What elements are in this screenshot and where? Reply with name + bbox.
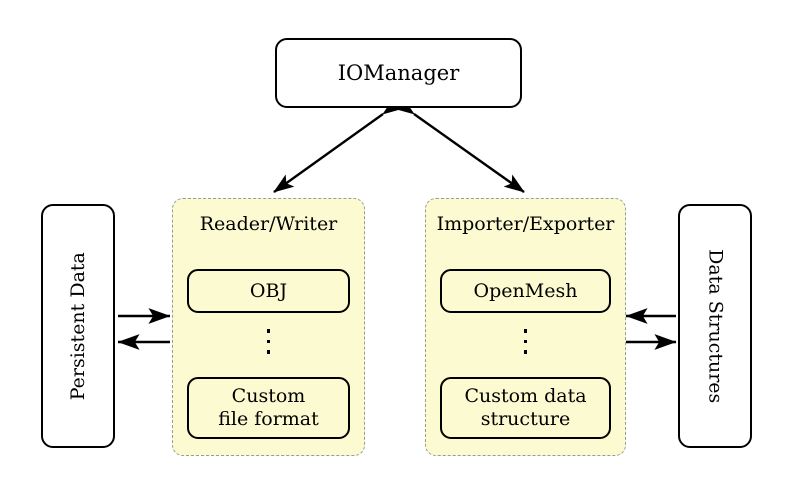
ellipsis-icon-reader-writer (173, 329, 364, 354)
node-obj[interactable]: OBJ (187, 269, 350, 313)
group-reader-writer[interactable]: Reader/Writer OBJ Custom file format (172, 198, 365, 456)
node-openmesh[interactable]: OpenMesh (440, 269, 611, 313)
node-custom-file-format[interactable]: Custom file format (187, 377, 350, 439)
node-obj-label: OBJ (249, 279, 288, 302)
arrow-manager-readerwriter (273, 96, 404, 193)
node-openmesh-label: OpenMesh (473, 279, 578, 302)
node-persistent-data[interactable]: Persistent Data (41, 204, 115, 448)
arrow-manager-importerexporter (393, 96, 525, 193)
node-custom-file-format-line2: file format (218, 408, 319, 430)
node-data-structures-label: Data Structures (704, 248, 727, 404)
node-iomanager[interactable]: IOManager (275, 38, 522, 108)
ellipsis-icon-importer-exporter (426, 329, 625, 354)
node-iomanager-label: IOManager (337, 60, 460, 85)
node-data-structures[interactable]: Data Structures (678, 204, 752, 448)
node-custom-file-format-line1: Custom (231, 385, 306, 408)
node-persistent-data-label: Persistent Data (66, 251, 89, 401)
node-custom-data-structure[interactable]: Custom data structure (440, 377, 611, 439)
node-custom-data-structure-line2: structure (480, 408, 571, 430)
group-importer-exporter[interactable]: Importer/Exporter OpenMesh Custom data s… (425, 198, 626, 456)
node-custom-data-structure-label: Custom data structure (464, 385, 586, 431)
node-custom-data-structure-line1: Custom data (464, 385, 587, 408)
group-reader-writer-title: Reader/Writer (199, 213, 338, 235)
group-importer-exporter-title: Importer/Exporter (436, 213, 615, 235)
node-custom-file-format-label: Custom file format (218, 385, 319, 431)
